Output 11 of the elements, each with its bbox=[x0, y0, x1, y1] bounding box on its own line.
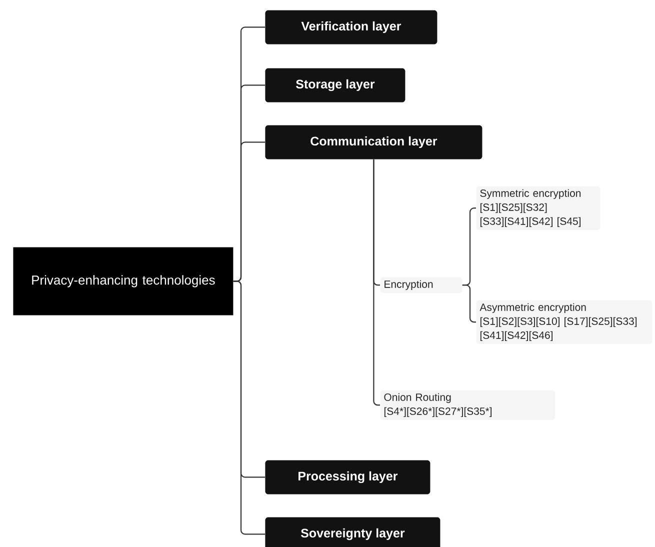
layer-box: Communication layer bbox=[265, 125, 482, 160]
layer-box: Processing layer bbox=[265, 460, 430, 494]
root-box: Privacy-enhancing technologies bbox=[13, 247, 234, 316]
topic-box: Encryption bbox=[380, 277, 462, 293]
layer-box: Storage layer bbox=[265, 68, 406, 102]
topic-box: Symmetric encryption [S1][S25][S32] [S33][S41][S42] [S45] bbox=[476, 186, 600, 230]
connector-line bbox=[233, 280, 265, 535]
layer-box: Sovereignty layer bbox=[265, 517, 440, 547]
topic-box: Onion Routing [S4*][S26*][S27*][S35*] bbox=[380, 390, 556, 420]
topic-box: Asymmetric encryption [S1][S2][S3][S10] [S17][S25][S33] [S41][S42][S46] bbox=[476, 300, 652, 344]
layer-box: Verification layer bbox=[265, 10, 438, 44]
